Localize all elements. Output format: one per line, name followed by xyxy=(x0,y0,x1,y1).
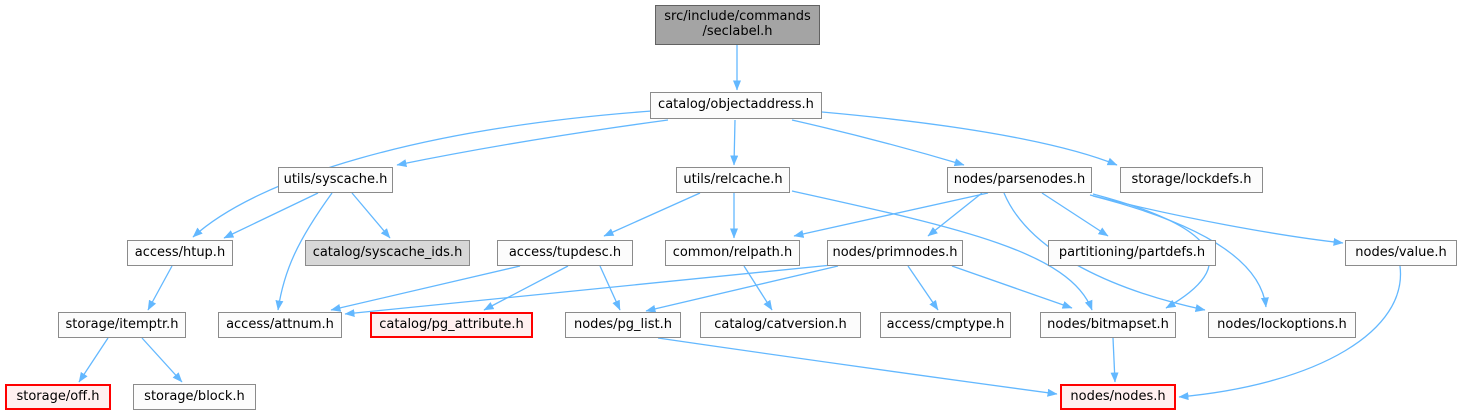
graph-node-block[interactable]: storage/block.h xyxy=(133,384,256,410)
include-edge-itemptr-to-block xyxy=(141,337,183,383)
include-edge-value-to-nodes xyxy=(1178,265,1402,401)
graph-node-pg_attribute[interactable]: catalog/pg_attribute.h xyxy=(370,312,533,338)
include-edge-objectaddress-to-parsenodes xyxy=(791,119,965,167)
graph-node-primnodes[interactable]: nodes/primnodes.h xyxy=(827,240,963,266)
include-edge-parsenodes-to-value xyxy=(1089,194,1344,246)
graph-node-off[interactable]: storage/off.h xyxy=(5,384,111,410)
include-edge-primnodes-to-cmptype xyxy=(907,265,939,311)
graph-node-partdefs[interactable]: partitioning/partdefs.h xyxy=(1048,240,1216,266)
include-edge-objectaddress-to-syscache xyxy=(396,119,669,168)
graph-node-htup[interactable]: access/htup.h xyxy=(127,240,233,266)
include-edge-syscache-to-attnum xyxy=(275,192,333,311)
graph-node-relpath[interactable]: common/relpath.h xyxy=(665,240,800,266)
graph-node-cmptype[interactable]: access/cmptype.h xyxy=(880,312,1011,338)
include-edge-parsenodes-to-primnodes xyxy=(927,192,983,237)
graph-node-seclabel[interactable]: src/include/commands /seclabel.h xyxy=(655,5,820,45)
include-edge-tupdesc-to-pg_list xyxy=(599,265,621,311)
include-edge-tupdesc-to-attnum xyxy=(330,265,521,312)
include-edge-bitmapset-to-nodes xyxy=(1110,337,1119,383)
include-edge-parsenodes-to-lockoptions xyxy=(1003,192,1206,312)
include-edge-primnodes-to-attnum xyxy=(344,264,833,318)
graph-node-bitmapset[interactable]: nodes/bitmapset.h xyxy=(1040,312,1176,338)
include-edge-parsenodes-to-lockoptions xyxy=(1092,195,1269,308)
graph-node-lockdefs[interactable]: storage/lockdefs.h xyxy=(1120,167,1263,193)
graph-node-tupdesc[interactable]: access/tupdesc.h xyxy=(497,240,633,266)
graph-node-syscache_ids[interactable]: catalog/syscache_ids.h xyxy=(305,240,470,266)
include-edge-tupdesc-to-pg_attribute xyxy=(483,265,569,311)
graph-node-relcache[interactable]: utils/relcache.h xyxy=(676,167,790,193)
include-edge-htup-to-itemptr xyxy=(147,265,173,311)
include-edge-primnodes-to-pg_list xyxy=(645,265,839,313)
graph-node-attnum[interactable]: access/attnum.h xyxy=(218,312,342,338)
include-edge-syscache-to-syscache_ids xyxy=(351,192,391,239)
include-edge-primnodes-to-bitmapset xyxy=(951,265,1073,309)
include-edge-itemptr-to-off xyxy=(78,337,109,383)
include-edge-objectaddress-to-lockdefs xyxy=(821,111,1118,166)
include-edge-relcache-to-bitmapset xyxy=(791,190,1093,311)
graph-node-parsenodes[interactable]: nodes/parsenodes.h xyxy=(947,167,1092,193)
include-edge-syscache-to-htup xyxy=(223,192,319,239)
graph-node-catversion[interactable]: catalog/catversion.h xyxy=(700,312,861,338)
include-edge-pg_list-to-nodes xyxy=(657,337,1058,397)
include-edge-parsenodes-to-relpath xyxy=(793,192,989,238)
include-edge-objectaddress-to-htup xyxy=(192,110,653,238)
include-edge-parsenodes-to-partdefs xyxy=(1041,192,1109,237)
graph-node-lockoptions[interactable]: nodes/lockoptions.h xyxy=(1208,312,1356,338)
include-edge-relcache-to-tupdesc xyxy=(603,192,701,237)
graph-node-nodes[interactable]: nodes/nodes.h xyxy=(1060,384,1176,410)
graph-node-pg_list[interactable]: nodes/pg_list.h xyxy=(565,312,681,338)
graph-node-syscache[interactable]: utils/syscache.h xyxy=(278,167,393,193)
graph-node-value[interactable]: nodes/value.h xyxy=(1345,240,1457,266)
graph-node-itemptr[interactable]: storage/itemptr.h xyxy=(58,312,186,338)
include-edge-objectaddress-to-relcache xyxy=(730,119,739,166)
graph-node-objectaddress[interactable]: catalog/objectaddress.h xyxy=(650,92,822,119)
